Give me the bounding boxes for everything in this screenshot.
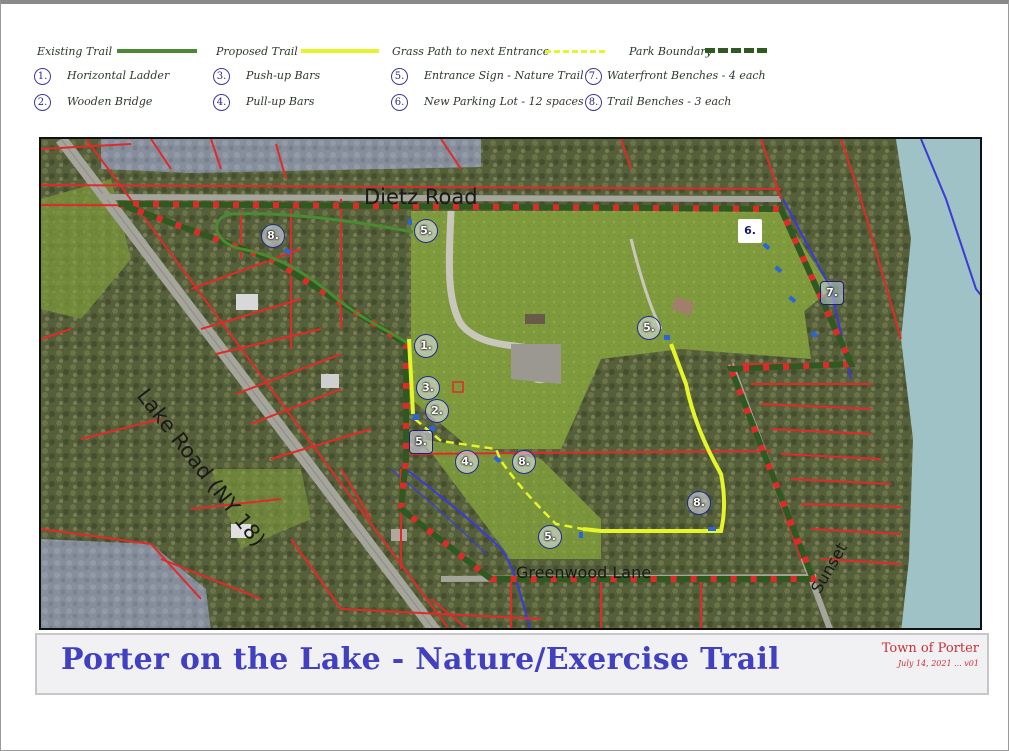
legend-grass-path-label: Grass Path to next Entrance (392, 45, 550, 58)
house-4 (391, 529, 407, 541)
legend-badge-7: 7. (585, 68, 602, 85)
legend-proposed-trail-label: Proposed Trail (216, 45, 298, 58)
marker-8-trail-bench-center[interactable]: 8. (512, 450, 536, 474)
map-date-version: July 14, 2021 ... v01 (897, 659, 979, 668)
legend-badge-5: 5. (391, 68, 408, 85)
aerial-map[interactable]: Dietz Road Lake Road (NY 18) Greenwood L… (39, 137, 982, 630)
marker-8-trail-bench-east[interactable]: 8. (687, 491, 711, 515)
marker-1-horizontal-ladder[interactable]: 1. (414, 334, 438, 358)
marker-8-trail-bench-west[interactable]: 8. (261, 224, 285, 248)
marker-5-entrance-north[interactable]: 5. (414, 219, 438, 243)
map-title: Porter on the Lake - Nature/Exercise Tra… (61, 642, 780, 677)
title-box: Porter on the Lake - Nature/Exercise Tra… (35, 633, 989, 695)
bench-icons (283, 219, 819, 538)
map-legend: Existing Trail Proposed Trail Grass Path… (23, 44, 983, 124)
legend-existing-trail-label: Existing Trail (37, 45, 113, 58)
legend-park-boundary-label: Park Boundary (629, 45, 712, 58)
legend-park-boundary-swatch (705, 48, 767, 53)
proposed-trail-east (582, 343, 726, 533)
marker-5-entrance-east[interactable]: 5. (637, 316, 661, 340)
park-building (671, 296, 695, 316)
lake-road-centerline (60, 139, 434, 628)
legend-existing-trail-swatch (117, 49, 197, 53)
marker-2-wooden-bridge[interactable]: 2. (425, 399, 449, 423)
marker-4-pullup-bars[interactable]: 4. (455, 450, 479, 474)
legend-item-label-4: Pull-up Bars (246, 95, 315, 108)
legend-item-label-5: Entrance Sign - Nature Trail (424, 69, 584, 82)
park-pavilion (525, 314, 545, 324)
legend-badge-1: 1. (34, 68, 51, 85)
legend-item-label-6: New Parking Lot - 12 spaces (424, 95, 584, 108)
house-2 (321, 374, 339, 388)
legend-badge-2: 2. (34, 94, 51, 111)
dietz-road-label: Dietz Road (364, 185, 478, 209)
legend-proposed-trail-swatch (301, 49, 379, 53)
marker-5-entrance-west[interactable]: 5. (409, 430, 433, 454)
marker-7-waterfront-benches[interactable]: 7. (820, 281, 844, 305)
existing-trail (215, 212, 414, 346)
tinted-parcel-north (101, 139, 481, 173)
legend-item-label-2: Wooden Bridge (67, 95, 153, 108)
legend-badge-3: 3. (213, 68, 230, 85)
organization-name: Town of Porter (881, 641, 979, 656)
legend-item-label-3: Push-up Bars (246, 69, 321, 82)
house-1 (236, 294, 258, 310)
legend-badge-6: 6. (391, 94, 408, 111)
grass-path (414, 418, 584, 531)
legend-item-label-7: Waterfront Benches - 4 each (607, 69, 766, 82)
pushup-site-marker (452, 381, 464, 393)
greenwood-lane-label: Greenwood Lane (516, 563, 652, 582)
legend-badge-8: 8. (585, 94, 602, 111)
lake-outline (920, 139, 980, 296)
field-west (41, 179, 131, 319)
legend-item-label-8: Trail Benches - 3 each (607, 95, 732, 108)
marker-3-pushup-bars[interactable]: 3. (416, 376, 440, 400)
park-parking-lot (511, 344, 561, 384)
legend-item-label-1: Horizontal Ladder (67, 69, 170, 82)
proposed-trail-west (407, 338, 415, 415)
legend-badge-4: 4. (213, 94, 230, 111)
marker-5-entrance-south[interactable]: 5. (538, 525, 562, 549)
house-3 (231, 524, 251, 538)
lake-water (896, 139, 980, 628)
creek (405, 468, 531, 628)
legend-grass-path-swatch (545, 50, 605, 53)
marker-6-new-parking-lot[interactable]: 6. (738, 219, 762, 243)
dietz-road (100, 194, 782, 202)
